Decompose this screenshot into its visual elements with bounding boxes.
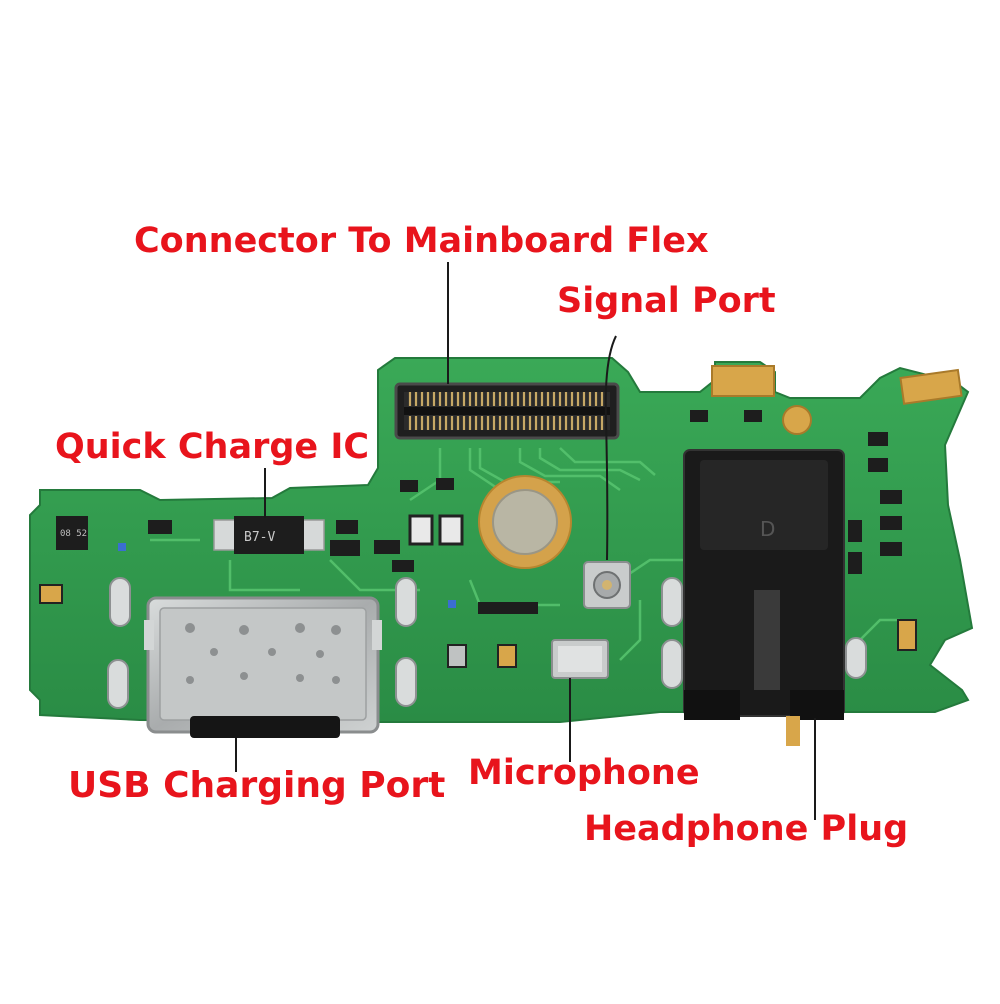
label-connector-to-mainboard-flex: Connector To Mainboard Flex (134, 221, 709, 261)
oval-pads (107, 577, 867, 709)
small-gold-pad (782, 405, 812, 435)
label-usb-charging-port: USB Charging Port (68, 765, 446, 806)
microphone-component (551, 639, 609, 679)
jack-marking: D (760, 517, 775, 541)
label-quick-charge-ic: Quick Charge IC (55, 427, 370, 467)
small-chip: 08 52 (56, 516, 88, 550)
qc-chip-marking: B7-V (244, 530, 275, 545)
signal-port (583, 561, 631, 609)
label-headphone-plug: Headphone Plug (584, 809, 909, 849)
usb-c-port (144, 596, 382, 738)
mainboard-connector (394, 382, 620, 440)
gold-tab-left (711, 365, 775, 397)
leader-lines (235, 262, 816, 820)
smd-components (39, 410, 917, 668)
leader-signal (604, 335, 617, 561)
headphone-jack: D (683, 449, 845, 746)
quick-charge-ic: B7-V (213, 516, 325, 554)
mounting-pad (478, 475, 572, 569)
small-chip-marking: 08 52 (60, 529, 87, 539)
label-signal-port: Signal Port (557, 281, 776, 321)
gold-tab-right (899, 368, 963, 405)
label-microphone: Microphone (468, 753, 700, 793)
